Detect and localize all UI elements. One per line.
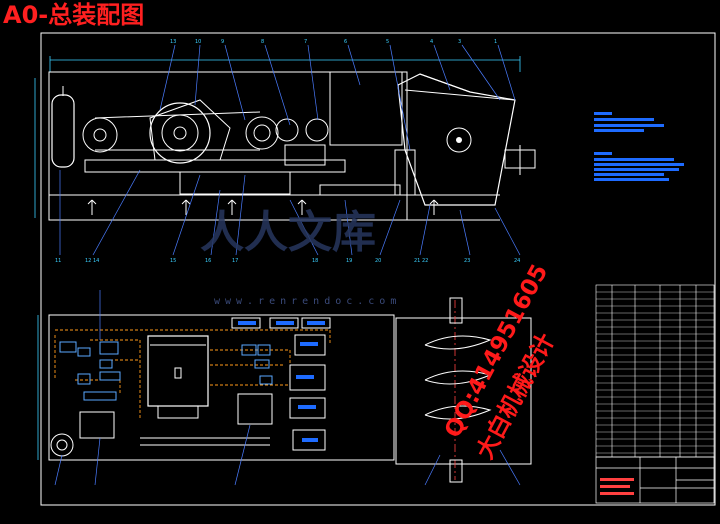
electrical-boxes: [79, 317, 331, 451]
svg-text:23: 23: [464, 258, 470, 264]
small-pulley: [82, 117, 118, 153]
part-leaders: [59, 44, 521, 256]
box-labels: [238, 321, 325, 442]
control-components: [59, 341, 273, 401]
svg-text:19: 19: [346, 258, 352, 264]
svg-text:4: 4: [430, 39, 433, 45]
cover-plate: [329, 71, 403, 146]
svg-text:18: 18: [312, 258, 318, 264]
part-number-labels: 13 10 9 8 7 6 5 4 3 1 11 12 14 15 16 17 18 19 20 21 2…: [55, 39, 520, 264]
top-view: [37, 290, 532, 486]
svg-text:20: 20: [375, 258, 381, 264]
motor-plan: [147, 335, 209, 407]
svg-text:3: 3: [458, 39, 461, 45]
title-block: [595, 456, 715, 504]
base-plate: [48, 314, 395, 461]
svg-text:7: 7: [304, 39, 307, 45]
hopper-shaft: [446, 127, 472, 153]
support-feet: [87, 199, 439, 215]
drawing-border: [40, 32, 716, 506]
svg-text:6: 6: [344, 39, 347, 45]
svg-text:24: 24: [514, 258, 520, 264]
svg-text:17: 17: [232, 258, 238, 264]
watermark-logo: 人人文库: [200, 207, 376, 258]
parts-list: [595, 284, 715, 458]
watermark-site: www.renrendoc.com: [214, 296, 402, 307]
drawing-title: A0-总装配图: [3, 1, 145, 29]
pulley-plan: [50, 433, 74, 457]
svg-text:12 14: 12 14: [85, 258, 99, 264]
svg-text:10: 10: [195, 39, 201, 45]
motor-pulley: [149, 102, 211, 164]
motor-body: [149, 99, 231, 161]
title-block-stamp: [600, 478, 634, 495]
svg-text:9: 9: [221, 39, 224, 45]
front-view: 13 10 9 8 7 6 5 4 3 1 11 12 14 15 16 17 18 19 20 21 2…: [34, 39, 536, 264]
svg-text:11: 11: [55, 258, 61, 264]
gear-1: [245, 116, 279, 150]
svg-text:15: 15: [170, 258, 176, 264]
pressure-tank: [51, 94, 75, 168]
technical-requirements: [594, 112, 684, 181]
svg-text:13: 13: [170, 39, 176, 45]
gear-2: [275, 118, 299, 142]
svg-text:8: 8: [261, 39, 264, 45]
svg-text:5: 5: [386, 39, 389, 45]
gear-box: [284, 144, 326, 166]
gear-3: [305, 118, 329, 142]
mixing-chamber: [395, 317, 532, 465]
parts-list-rows: [596, 291, 714, 454]
screw-blades: [424, 335, 492, 420]
svg-text:21 22: 21 22: [414, 258, 428, 264]
svg-text:16: 16: [205, 258, 211, 264]
svg-text:1: 1: [494, 39, 497, 45]
drive-belt: [94, 111, 261, 151]
